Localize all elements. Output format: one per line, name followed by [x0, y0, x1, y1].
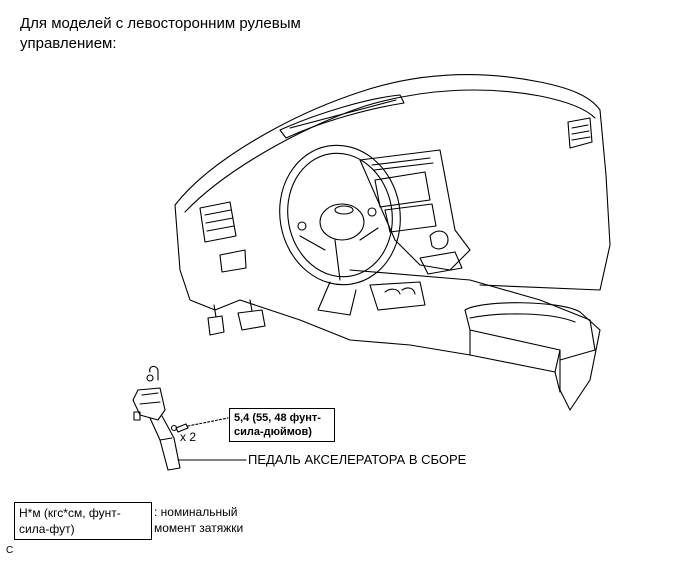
center-stack [359, 149, 471, 271]
dashboard-top-outline [174, 74, 601, 206]
page-heading: Для моделей с левосторонним рулевым упра… [20, 15, 301, 52]
accelerator-pedal-assembly [132, 365, 181, 471]
brake-pedal-in-car [237, 309, 266, 331]
dashboard-right-side [599, 109, 611, 291]
torque-value-line2: сила-дюймов) [234, 426, 312, 438]
accelerator-pedal-in-car [207, 315, 225, 336]
steering-column [317, 281, 357, 316]
legend-text-line1: : номинальный [154, 505, 238, 519]
left-air-vent [199, 201, 237, 243]
defroster-vent [279, 94, 405, 139]
steering-wheel [279, 144, 401, 286]
right-air-vent [567, 117, 593, 149]
legend-text-line2: момент затяжки [154, 521, 244, 535]
footer-code: C [6, 545, 14, 556]
torque-units-legend-box: Н*м (кгс*см, фунт- сила-фут) [14, 502, 152, 540]
legend-units-line2: сила-фут) [19, 522, 75, 536]
bolt-quantity: x 2 [180, 430, 197, 444]
armrest-console [464, 302, 601, 411]
steering-hub [319, 203, 365, 241]
legend-description: : номинальный момент затяжки [154, 504, 284, 536]
part-label: ПЕДАЛЬ АКСЕЛЕРАТОРА В СБОРЕ [248, 452, 467, 467]
floor-console [349, 269, 596, 361]
torque-leader-line [187, 417, 229, 427]
dashboard-left-panel [174, 204, 241, 311]
gear-shifter [429, 230, 449, 250]
torque-value-line1: 5,4 (55, 48 фунт- [234, 412, 321, 424]
dashboard-top-inner [184, 89, 596, 213]
legend-units-line1: Н*м (кгс*см, фунт- [19, 506, 121, 520]
bolt-icon [170, 423, 189, 433]
torque-callout-box: 5,4 (55, 48 фунт- сила-дюймов) [229, 408, 335, 442]
